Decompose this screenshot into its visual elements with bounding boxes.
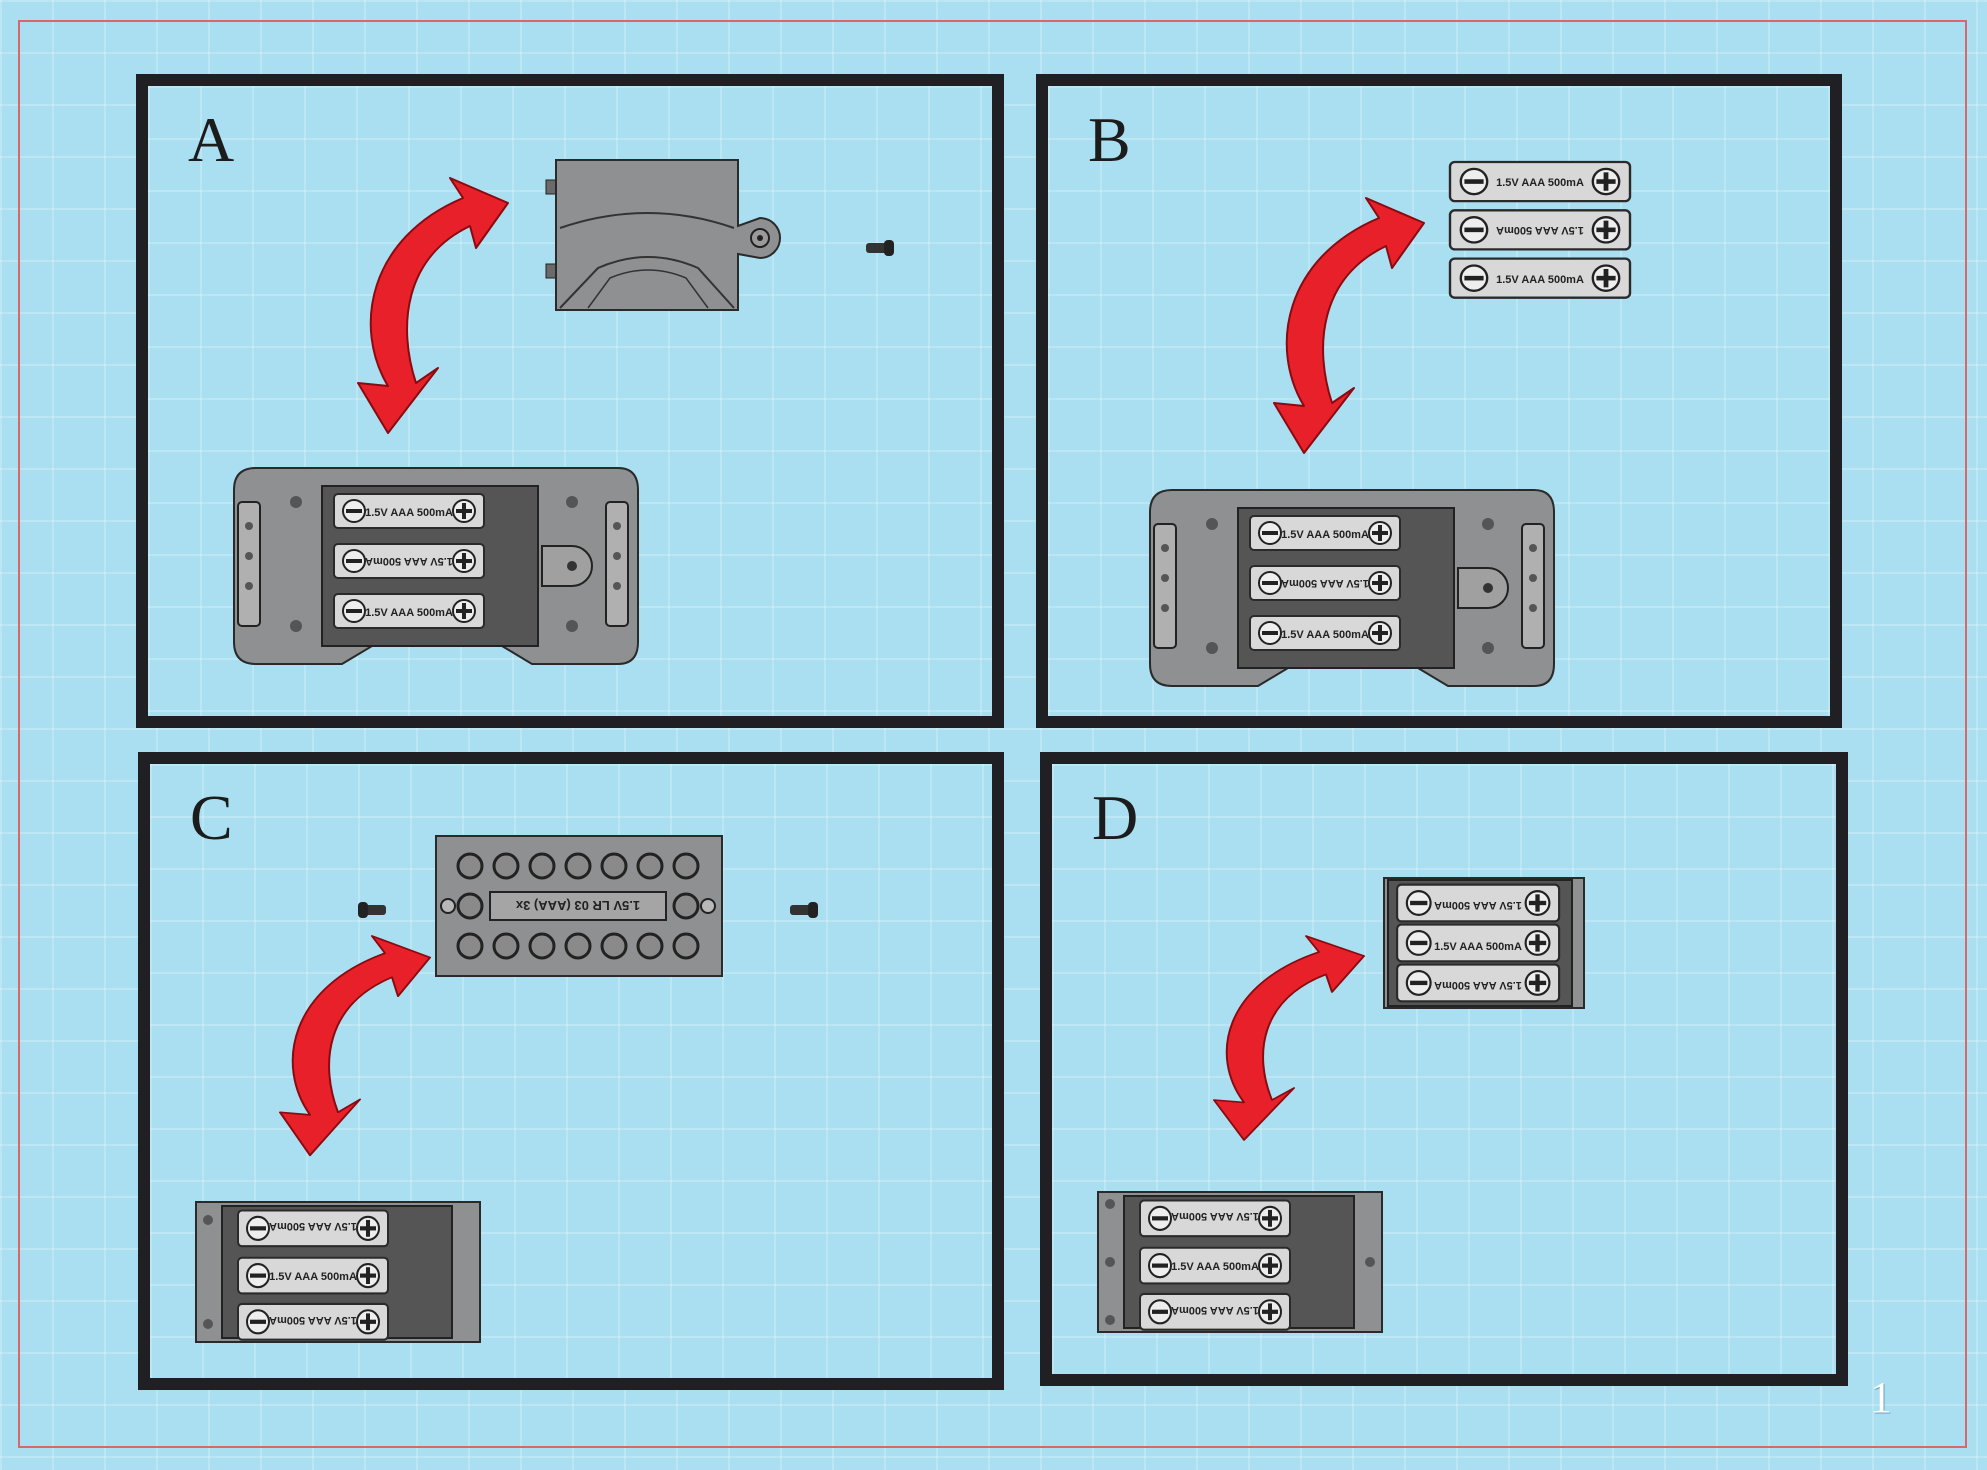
screw-icon [790,900,830,920]
svg-text:1.5V AAA 500mA: 1.5V AAA 500mA [1434,941,1522,953]
screw-icon [346,900,386,920]
curved-double-arrow-icon [1204,936,1374,1206]
screw-icon [866,238,906,258]
battery-holder-icon: 1.5V AAA 500mA 1.5V AAA 500mA 1.5V AAA 5… [1148,488,1558,698]
svg-text:1.5V AAA 500mA: 1.5V AAA 500mA [1496,224,1584,236]
svg-text:1.5V AAA 500mA: 1.5V AAA 500mA [1171,1304,1259,1316]
panel-letter: A [188,108,234,172]
svg-text:1.5V AAA 500mA: 1.5V AAA 500mA [269,1220,357,1232]
svg-text:1.5V AAA 500mA: 1.5V AAA 500mA [1171,1210,1259,1222]
svg-text:1.5V AAA 500mA: 1.5V AAA 500mA [1171,1261,1259,1273]
svg-text:1.5V AAA 500mA: 1.5V AAA 500mA [1496,274,1584,286]
battery-holder-icon: 1.5V AAA 500mA 1.5V AAA 500mA 1.5V AAA 5… [1096,1190,1396,1340]
panel-letter: B [1088,108,1131,172]
panel-c: C 1.5V LR 03 (AAA) 3x 1.5V AAA 500mA [138,752,1004,1390]
battery-icon: 1.5V AAA 500mA 1.5V AAA 500mA 1.5V AAA 5… [1450,162,1650,312]
cover-label: 1.5V LR 03 (AAA) 3x [515,898,640,913]
svg-text:1.5V AAA 500mA: 1.5V AAA 500mA [1496,177,1584,189]
svg-text:1.5V AAA 500mA: 1.5V AAA 500mA [1434,899,1522,911]
svg-text:1.5V AAA 500mA: 1.5V AAA 500mA [365,507,453,519]
svg-text:1.5V AAA 500mA: 1.5V AAA 500mA [1281,577,1369,589]
battery-cover-icon: 1.5V LR 03 (AAA) 3x [434,834,734,984]
svg-text:1.5V AAA 500mA: 1.5V AAA 500mA [269,1314,357,1326]
svg-text:1.5V AAA 500mA: 1.5V AAA 500mA [1281,629,1369,641]
curved-double-arrow-icon [270,936,440,1206]
battery-holder-icon: 1.5V AAA 500mA 1.5V AAA 500mA 1.5V AAA 5… [1382,876,1592,1016]
svg-text:1.5V AAA 500mA: 1.5V AAA 500mA [1281,529,1369,541]
svg-text:1.5V AAA 500mA: 1.5V AAA 500mA [269,1271,357,1283]
svg-text:1.5V AAA 500mA: 1.5V AAA 500mA [1434,979,1522,991]
curved-double-arrow-icon [1264,198,1434,468]
panel-d: D 1.5V AAA 500mA 1.5V AAA 500mA 1.5V AAA… [1040,752,1848,1386]
battery-holder-icon: 1.5V AAA 500mA 1.5V AAA 500mA 1.5V AAA 5… [232,466,642,676]
svg-text:1.5V AAA 500mA: 1.5V AAA 500mA [365,555,453,567]
battery-holder-icon: 1.5V AAA 500mA 1.5V AAA 500mA 1.5V AAA 5… [194,1200,494,1350]
page-number: 1 [1870,1372,1892,1423]
svg-text:1.5V AAA 500mA: 1.5V AAA 500mA [365,607,453,619]
battery-cover-icon [538,158,798,328]
panel-letter: C [190,786,233,850]
curved-double-arrow-icon [348,178,518,448]
panel-a: A 1.5V AAA 500mA 1.5V AAA 500mA 1.5V AAA… [136,74,1004,728]
panel-b: B 1.5V AAA 500mA 1.5V AAA 500mA 1.5V AAA… [1036,74,1842,728]
panel-letter: D [1092,786,1138,850]
